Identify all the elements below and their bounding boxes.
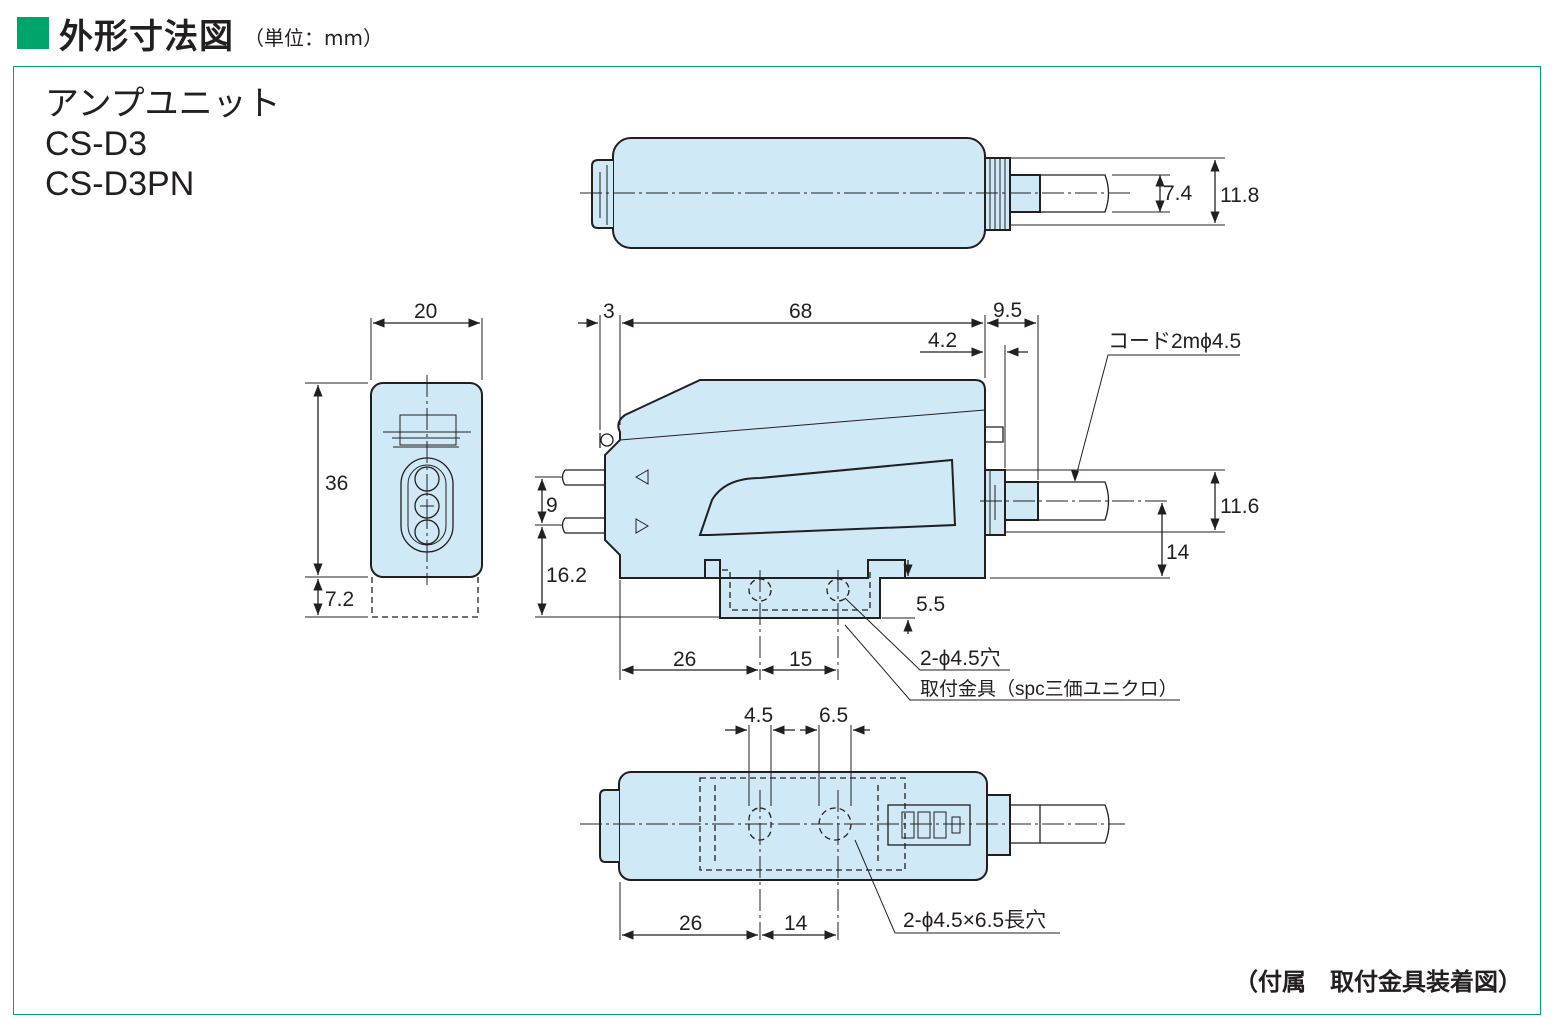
- dim-slot-width-2: 6.5: [819, 704, 848, 727]
- dim-side-rear: 9.5: [993, 299, 1022, 322]
- dim-side-length: 68: [789, 300, 812, 323]
- dim-fiber-pitch: 9: [546, 494, 558, 517]
- cable-spec-label: コード2mϕ4.5: [1108, 330, 1241, 353]
- dim-hole-position-1: 26: [673, 648, 696, 671]
- dim-end-bracket: 7.2: [325, 588, 354, 611]
- bottom-view: 4.5 6.5 26 14 2-ϕ4.5×6.5長穴: [580, 704, 1125, 940]
- figure-caption: （付属 取付金具装着図）: [1234, 968, 1522, 996]
- dim-side-front: 3: [603, 300, 615, 323]
- model-name-2: CS-D3PN: [45, 165, 195, 203]
- dim-top-cable-large: 11.8: [1220, 184, 1259, 207]
- unit-label: （単位：mm）: [244, 25, 383, 50]
- dim-side-rear-inner: 4.2: [928, 329, 957, 352]
- dim-end-width: 20: [414, 300, 437, 323]
- bracket-label: 取付金具（spc三価ユニクロ）: [920, 678, 1178, 700]
- dim-fiber-offset: 16.2: [546, 564, 587, 587]
- dim-end-height: 36: [325, 472, 348, 495]
- dim-top-cable-small: 7.4: [1163, 182, 1193, 205]
- model-block: アンプユニット CS-D3 CS-D3PN: [45, 84, 281, 204]
- section-title: 外形寸法図: [59, 16, 234, 57]
- section-header: 外形寸法図 （単位：mm）: [17, 8, 383, 58]
- dim-cable-height-inner: 14: [1166, 541, 1190, 564]
- dim-bottom-position-1: 26: [679, 912, 702, 935]
- dim-bracket-thickness: 5.5: [916, 593, 945, 616]
- top-view: 7.4 11.8: [580, 137, 1259, 249]
- dim-cable-height-outer: 11.6: [1220, 495, 1259, 518]
- dim-slot-width-1: 4.5: [744, 704, 773, 727]
- model-name-1: CS-D3: [45, 125, 148, 163]
- product-type: アンプユニット: [45, 85, 281, 123]
- slots-label: 2-ϕ4.5×6.5長穴: [903, 909, 1046, 932]
- dim-bottom-pitch: 14: [784, 912, 808, 935]
- end-view: 20 36 7.2: [305, 300, 483, 618]
- drawing-frame: [13, 66, 1541, 1015]
- holes-label: 2-ϕ4.5穴: [920, 647, 1001, 670]
- section-marker-icon: [17, 17, 49, 49]
- dim-hole-pitch-1: 15: [789, 648, 812, 671]
- side-view: 3 68 9.5 4.2 コード2mϕ4.5 9 16.2 11.6 14 5.…: [535, 299, 1259, 701]
